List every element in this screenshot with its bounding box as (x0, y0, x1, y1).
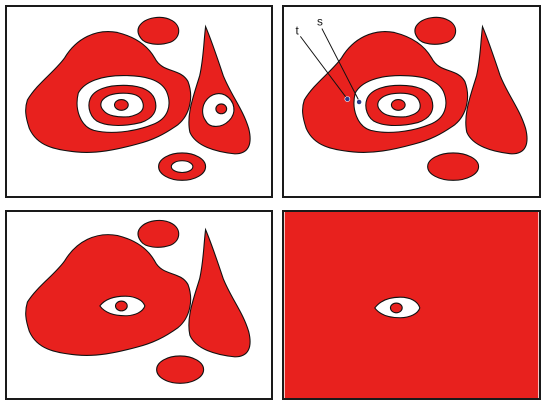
eye-pupil (390, 303, 402, 313)
right-blob (466, 27, 527, 154)
panel-reduced (5, 210, 273, 400)
right-blob (189, 27, 250, 154)
panel-filled-canvas (284, 212, 539, 398)
t-point-marker (345, 97, 350, 102)
panel-original-canvas (7, 7, 271, 196)
top-small-blob (138, 220, 179, 247)
top-small-blob (415, 17, 456, 44)
s-point-marker (357, 99, 362, 104)
right-blob (189, 230, 250, 357)
eye-pupil (116, 301, 128, 311)
panel-points: t s (282, 5, 541, 198)
panel-reduced-canvas (7, 212, 271, 398)
center-dot (391, 100, 405, 111)
panel-original (5, 5, 273, 198)
bottom-blob (428, 153, 479, 180)
s-label: s (317, 16, 323, 29)
panel-points-canvas: t s (284, 7, 539, 196)
panel-filled (282, 210, 541, 400)
bottom-blob-hole (171, 161, 193, 173)
main-blob (26, 235, 191, 356)
top-small-blob (138, 17, 179, 44)
right-hole-dot (216, 104, 227, 114)
t-label: t (295, 24, 299, 37)
center-dot (115, 100, 129, 111)
bottom-blob (157, 356, 204, 383)
